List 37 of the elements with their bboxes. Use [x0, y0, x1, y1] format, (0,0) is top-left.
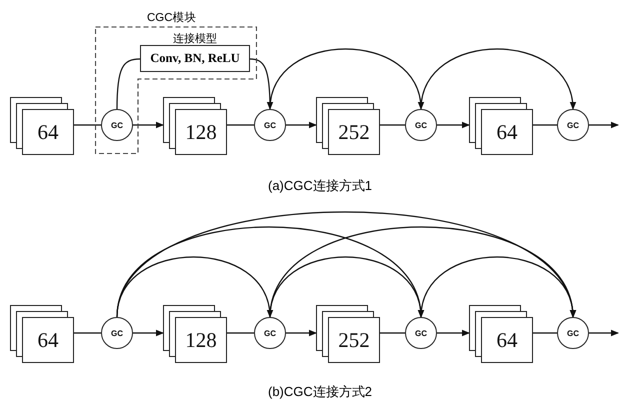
arrow — [286, 330, 317, 336]
arrow — [437, 122, 470, 128]
connector-line — [533, 332, 557, 334]
connector-line — [116, 58, 140, 109]
connector-line — [227, 332, 254, 334]
connector-line — [533, 124, 557, 126]
arrow — [269, 48, 424, 110]
gc-circle: GC — [557, 317, 589, 349]
arrow — [437, 330, 470, 336]
arrow — [133, 122, 164, 128]
gc-circle: GC — [254, 317, 286, 349]
module-title: CGC模块 — [147, 10, 197, 25]
connector-line — [74, 332, 101, 334]
gc-circle: GC — [101, 317, 133, 349]
connector-line — [74, 124, 101, 126]
arrow — [589, 122, 619, 128]
arrow — [269, 256, 424, 318]
arrow — [286, 122, 317, 128]
arrow — [420, 256, 576, 318]
layer-box: Conv, BN, ReLU — [140, 45, 250, 72]
arrow — [269, 226, 575, 318]
arrow — [250, 58, 274, 110]
figure-caption: (a)CGC连接方式1 — [268, 177, 372, 195]
arrow — [420, 48, 576, 110]
arrow — [133, 330, 164, 336]
connector-line — [380, 124, 405, 126]
gc-circle: GC — [557, 109, 589, 141]
connector-line — [227, 124, 254, 126]
gc-circle: GC — [101, 109, 133, 141]
figure-caption: (b)CGC连接方式2 — [268, 383, 372, 401]
connector-line — [380, 332, 405, 334]
gc-circle: GC — [254, 109, 286, 141]
gc-circle: GC — [405, 109, 437, 141]
arrow — [116, 256, 272, 318]
box-heading: 连接模型 — [172, 32, 218, 46]
gc-circle: GC — [405, 317, 437, 349]
arrow — [589, 330, 619, 336]
